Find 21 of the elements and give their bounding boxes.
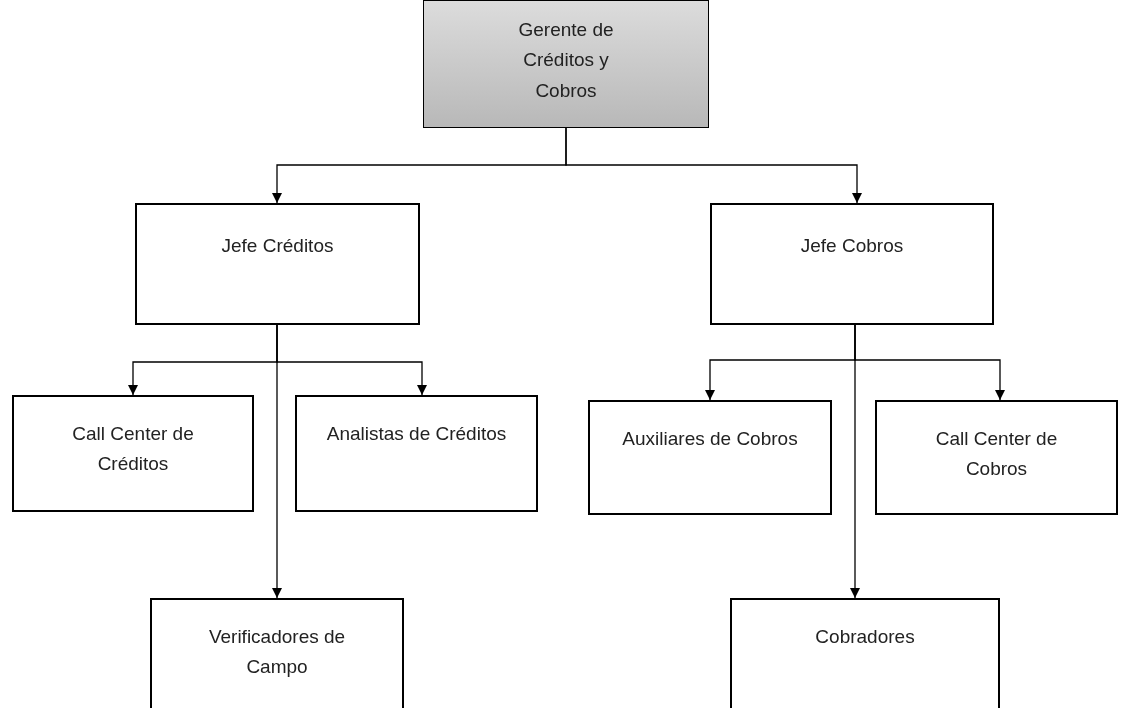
role-box bbox=[423, 0, 709, 128]
role-box bbox=[12, 395, 254, 512]
connector-arrow bbox=[565, 127, 862, 204]
role-box bbox=[710, 203, 994, 325]
role-title: Gerente de Créditos y Cobros bbox=[517, 18, 615, 103]
role-box bbox=[730, 598, 1000, 708]
role-box bbox=[135, 203, 420, 325]
role-title: Call Center de Créditos bbox=[71, 422, 195, 477]
role-box bbox=[150, 598, 404, 708]
role-title: Jefe Créditos bbox=[221, 234, 334, 258]
role-box bbox=[295, 395, 538, 512]
role-box bbox=[875, 400, 1118, 515]
role-title: Verificadores de Campo bbox=[207, 625, 347, 680]
role-title: Analistas de Créditos bbox=[326, 422, 507, 446]
role-title: Cobradores bbox=[815, 625, 915, 649]
role-title: Auxiliares de Cobros bbox=[622, 427, 798, 451]
role-title: Call Center de Cobros bbox=[934, 427, 1059, 482]
role-title: Jefe Cobros bbox=[800, 234, 904, 258]
connector-arrow bbox=[272, 324, 282, 599]
role-box bbox=[588, 400, 832, 515]
connector-arrow bbox=[850, 324, 860, 599]
